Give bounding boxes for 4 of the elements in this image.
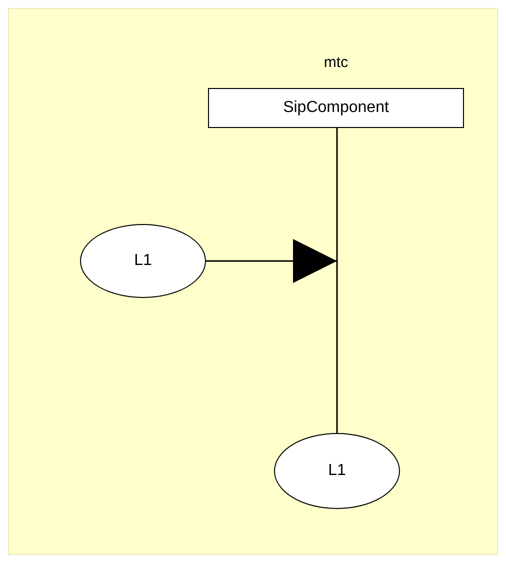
lifeline (336, 128, 338, 433)
component-box: SipComponent (208, 88, 464, 128)
instance-name: mtc (322, 53, 350, 73)
arrow (206, 239, 337, 283)
